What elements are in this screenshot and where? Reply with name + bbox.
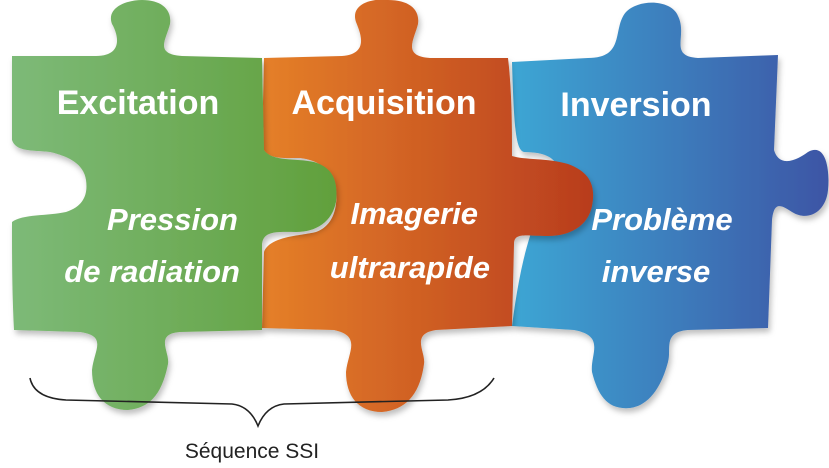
subtitle-inversion-line1: Problème	[591, 202, 732, 237]
brace-label: Séquence SSI	[185, 440, 319, 463]
title-acquisition: Acquisition	[291, 84, 476, 122]
subtitle-inversion-line2: inverse	[602, 254, 711, 289]
puzzle-piece-acquisition	[262, 0, 594, 412]
subtitle-excitation-line2: de radiation	[64, 254, 240, 289]
title-excitation: Excitation	[57, 84, 219, 122]
puzzle-piece-inversion	[512, 2, 829, 409]
subtitle-acquisition-line1: Imagerie	[350, 196, 478, 231]
title-inversion: Inversion	[560, 86, 711, 124]
subtitle-excitation-line1: Pression	[107, 202, 238, 237]
puzzle-piece-excitation	[12, 0, 337, 410]
curly-brace	[29, 377, 495, 429]
subtitle-acquisition-line2: ultrarapide	[330, 250, 490, 285]
